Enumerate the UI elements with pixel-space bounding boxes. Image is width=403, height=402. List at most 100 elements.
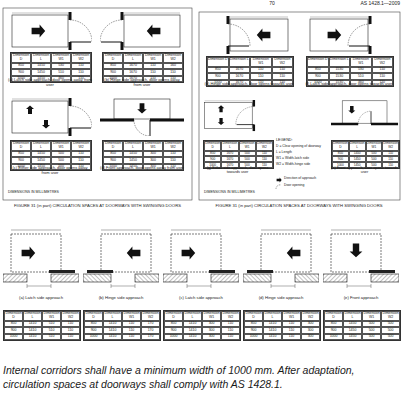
body-text: Internal corridors shall have a minimum … [3, 364, 400, 391]
table-header: Dimension D [207, 57, 229, 67]
units-note: DIMENSIONS IN MILLIMETRES [8, 190, 98, 194]
table-header: Dimension W1 [362, 311, 381, 321]
table-header: Dimension L [123, 141, 143, 151]
table-cell: 1000 [84, 334, 103, 340]
table-cell: 1450 [343, 334, 362, 340]
table-cell: 1000 [164, 334, 183, 340]
legend-entry: W1 = Width-latch side [276, 157, 330, 161]
table-header: Dimension W2 [71, 141, 91, 151]
table-header: Dimension W2 [372, 57, 394, 67]
table-header: Dimension D [204, 141, 221, 151]
table-header: Dimension L [229, 57, 251, 67]
table-header: Dimension D [11, 141, 31, 151]
table-header: Dimension W2 [382, 141, 399, 151]
legend-entry: L = Length [276, 151, 330, 155]
table-header: Dimension W1 [250, 57, 272, 67]
table-cell: 110 [122, 334, 141, 340]
dimension-table: Dimension DDimension LDimension W1Dimens… [3, 310, 81, 341]
table-header: Dimension L [123, 53, 143, 63]
table-cell: 1410 [23, 334, 42, 340]
table-header: Dimension W1 [239, 141, 256, 151]
legend-entry: Direction of approach [284, 177, 330, 181]
table-header: Dimension L [31, 141, 51, 151]
table-cell: 300 [301, 334, 320, 340]
table-header: Dimension W1 [143, 141, 163, 151]
table-header: Dimension L [31, 53, 51, 63]
dimension-table: Dimension DDimension LDimension W1Dimens… [83, 310, 161, 341]
table-cell: 1410 [103, 334, 122, 340]
figure-title: FIGURE 31 (in part) CIRCULATION SPACES A… [5, 204, 190, 209]
sub-caption: (f) Latch side approach, door opens towa… [304, 82, 394, 87]
table-header: Dimension W1 [366, 141, 383, 151]
table-header: Dimension W2 [272, 57, 294, 67]
table-header: Dimension D [244, 311, 263, 321]
standard-number: AS 1428.1—2009 [340, 1, 400, 7]
sub-caption: (b) Hinge side approach, door opens away… [100, 78, 184, 87]
page-number: 70 [262, 1, 282, 7]
dimension-table: Dimension DDimension LDimension W1Dimens… [323, 310, 401, 341]
table-header: Dimension D [103, 53, 123, 63]
table-header: Dimension W2 [256, 141, 273, 151]
sub-caption: (h) Front approach, door opens towards u… [331, 166, 398, 175]
dimension-table: Dimension DDimension LDimension W1Dimens… [243, 310, 321, 341]
table-cell: 500 [362, 334, 381, 340]
table-cell: 1000 [244, 334, 263, 340]
table-header: Dimension W1 [42, 311, 61, 321]
legend-entry: Door opening [284, 184, 330, 188]
table-header: Dimension W2 [163, 141, 183, 151]
sub-caption: (e) Front approach [323, 296, 399, 301]
sub-caption: (a) Latch side approach, door opens away… [8, 78, 92, 87]
table-header: Dimension D [307, 57, 329, 67]
table-header: Dimension D [103, 141, 123, 151]
table-header: Dimension L [23, 311, 42, 321]
table-header: Dimension D [164, 311, 183, 321]
sub-caption: (c) Either side approach, door opens awa… [8, 166, 92, 175]
table-header: Dimension W1 [202, 311, 221, 321]
table-cell: 110 [221, 334, 240, 340]
table-header: Dimension L [343, 311, 362, 321]
table-header: Dimension W1 [51, 53, 71, 63]
table-header: Dimension L [349, 141, 366, 151]
sub-caption: (c) Latch side approach [163, 296, 239, 301]
sub-caption: (b) Hinge side approach [83, 296, 159, 301]
legend-heading: LEGEND: [276, 138, 328, 142]
dimension-table: Dimension DDimension LDimension W1Dimens… [163, 310, 241, 341]
table-header: Dimension L [103, 311, 122, 321]
figure-title: FIGURE 31 (in part) CIRCULATION SPACES A… [200, 204, 398, 209]
dimension-table: Dimension DDimension LDimension W1Dimens… [203, 140, 274, 169]
table-header: Dimension D [332, 141, 349, 151]
table-header: Dimension W2 [381, 311, 400, 321]
table-header: Dimension L [263, 311, 282, 321]
table-header: Dimension D [84, 311, 103, 321]
table-cell: 1000 [4, 334, 23, 340]
sub-caption: (d) Front approach, door opens away from… [100, 166, 184, 171]
legend-entry: W2 = Width-hinge side [276, 163, 330, 167]
table-header: Dimension D [324, 311, 343, 321]
table-cell: 110 [61, 334, 80, 340]
table-cell: 1410 [183, 334, 202, 340]
table-cell: 1000 [324, 334, 343, 340]
table-header: Dimension L [329, 57, 351, 67]
table-cell: 170 [141, 334, 160, 340]
table-cell: 1410 [263, 334, 282, 340]
dimension-table: Dimension DDimension LDimension W1Dimens… [331, 140, 400, 169]
table-cell: 500 [381, 334, 400, 340]
sub-caption: (a) Latch side approach [3, 296, 79, 301]
table-header: Dimension W2 [221, 311, 240, 321]
table-header: Dimension L [221, 141, 238, 151]
sub-caption: (d) Hinge side approach [243, 296, 319, 301]
table-header: Dimension W2 [141, 311, 160, 321]
table-cell: 510 [42, 334, 61, 340]
sub-caption: (g) Either side approach, door opens tow… [203, 166, 272, 175]
sub-caption: (e) Hinge side approach, door opens towa… [204, 82, 294, 87]
table-header: Dimension W2 [301, 311, 320, 321]
table-header: Dimension W1 [122, 311, 141, 321]
table-header: Dimension D [11, 53, 31, 63]
table-header: Dimension W2 [71, 53, 91, 63]
table-header: Dimension W1 [51, 141, 71, 151]
table-header: Dimension W1 [282, 311, 301, 321]
table-header: Dimension W2 [163, 53, 183, 63]
table-header: Dimension W1 [143, 53, 163, 63]
table-cell: 110 [282, 334, 301, 340]
units-note: DIMENSIONS IN MILLIMETRES [204, 190, 294, 194]
